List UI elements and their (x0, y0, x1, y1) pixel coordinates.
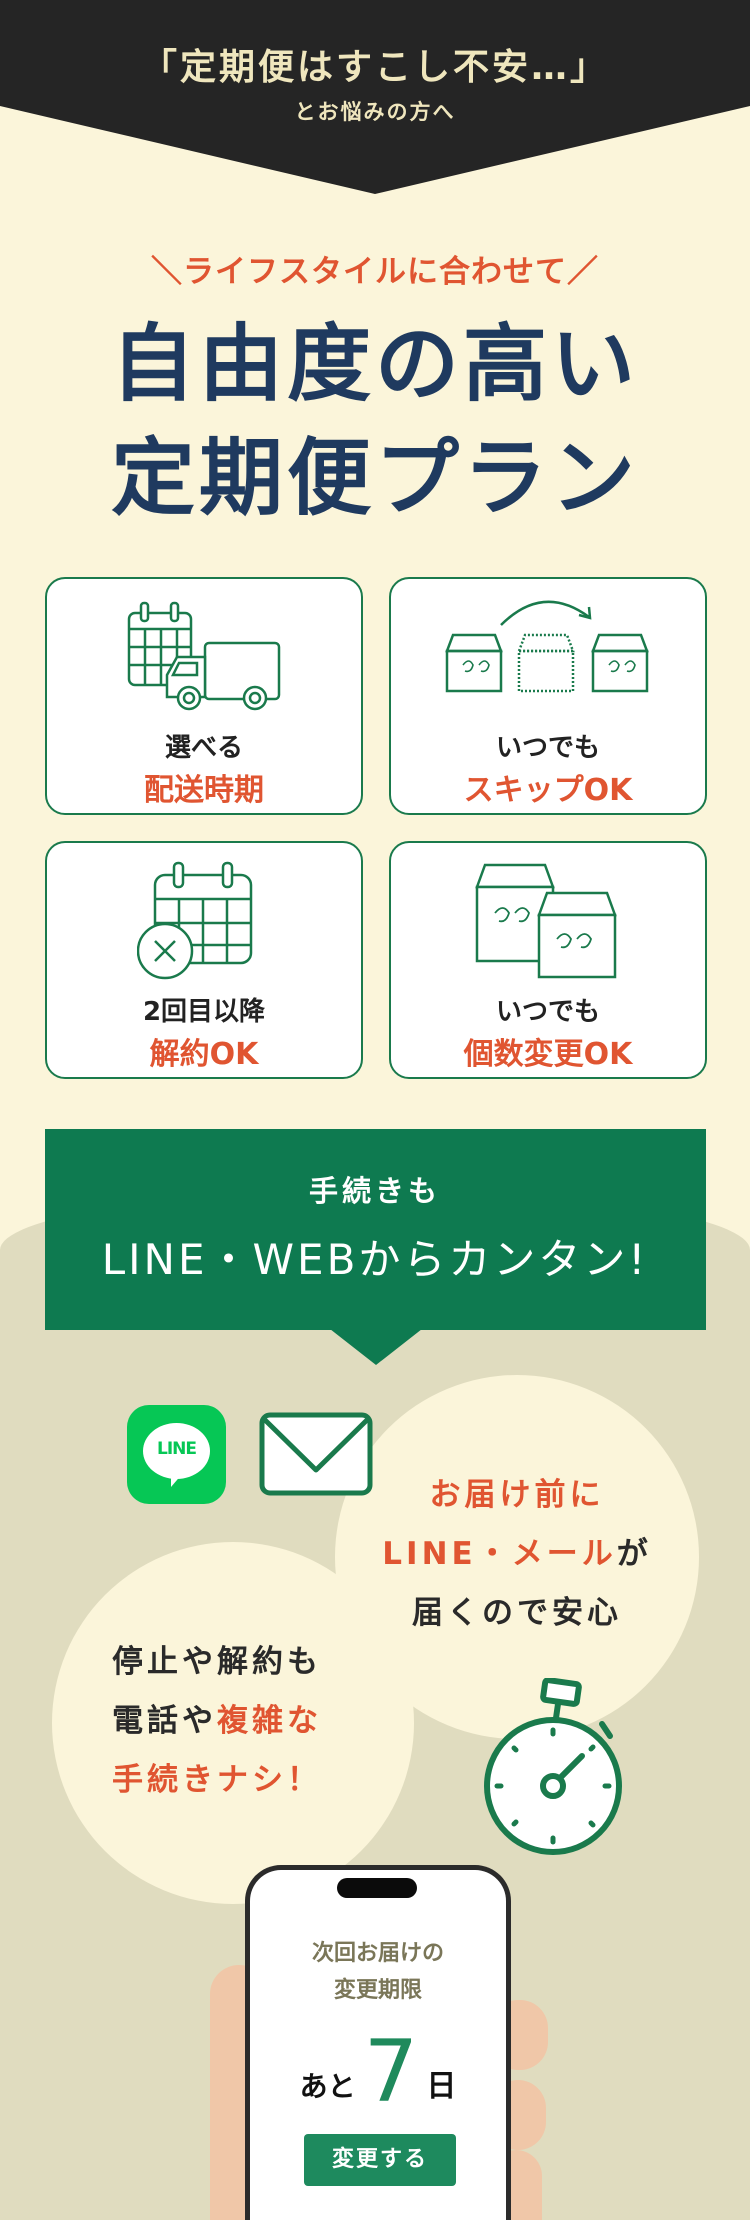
bubble-right-line3: 届くので安心 (412, 1595, 622, 1631)
feature-card-cancel: 2回目以降 解約OK (45, 841, 363, 1079)
line-bubble-shape (143, 1423, 210, 1479)
bubble-right-highlight: LINE・メール (382, 1536, 617, 1572)
feature-line1: 選べる (164, 733, 243, 763)
bubble-right-line1: お届け前に (429, 1477, 605, 1513)
header-title: 「定期便はすこし不安…」 (140, 47, 609, 88)
phone-label-line2: 変更期限 (333, 1978, 422, 2003)
header-subtitle: とお悩みの方へ (294, 100, 456, 124)
bubble-left-text: 停止や解約も 電話や複雑な 手続きナシ！ (112, 1633, 412, 1810)
bubble-left (52, 1542, 414, 1904)
bubble-left-line3: 手続きナシ！ (112, 1762, 322, 1798)
procedure-line1: 手続きも (308, 1174, 441, 1208)
days-count: 7 (363, 2022, 419, 2122)
mail-icon (259, 1412, 373, 1496)
bubble-left-line1: 停止や解約も (112, 1644, 322, 1680)
feature-card-quantity: いつでも 個数変更OK (389, 841, 707, 1079)
bubble-right-rest: が (616, 1536, 652, 1572)
feature-line2: 解約OK (149, 1037, 259, 1072)
stopwatch-icon (484, 1678, 622, 1855)
skip-box-icon (445, 600, 649, 693)
hero-tagline: ＼ライフスタイルに合わせて／ (151, 254, 599, 290)
calendar-truck-icon (127, 601, 281, 711)
bubble-left-plain: 電話や (112, 1703, 217, 1739)
hero-title-line1: 自由度の高い (110, 315, 639, 413)
calendar-cancel-icon (137, 861, 253, 980)
hero-title-line2: 定期便プラン (110, 429, 639, 527)
phone-label-line1: 次回お届けの (311, 1941, 444, 1966)
line-bubble-tail (171, 1473, 183, 1487)
feature-line1: いつでも (495, 733, 600, 763)
line-app-icon: LINE (127, 1405, 226, 1504)
phone-deadline-label: 次回お届けの 変更期限 (245, 1935, 511, 2009)
feature-line2: スキップOK (463, 773, 633, 808)
feature-line1: 2回目以降 (142, 997, 266, 1027)
feature-card-skip: いつでも スキップOK (389, 577, 707, 815)
boxes-icon (475, 863, 617, 979)
bubble-right-text: お届け前に LINE・メールが 届くので安心 (335, 1466, 699, 1643)
days-suffix: 日 (426, 2069, 457, 2104)
procedure-line2: LINE・WEBからカンタン! (101, 1235, 649, 1284)
line-logo-text: LINE (157, 1439, 197, 1459)
procedure-banner (45, 1129, 706, 1330)
feature-line2: 個数変更OK (463, 1037, 633, 1072)
feature-card-delivery-timing: 選べる 配送時期 (45, 577, 363, 815)
bubble-left-highlight: 複雑な (217, 1703, 322, 1739)
days-prefix: あと (299, 2070, 356, 2103)
phone-notch (337, 1878, 417, 1898)
feature-line2: 配送時期 (144, 773, 264, 808)
days-remaining: あと 7 日 (245, 2025, 511, 2115)
change-button[interactable]: 変更する (304, 2134, 456, 2186)
feature-line1: いつでも (495, 997, 600, 1027)
